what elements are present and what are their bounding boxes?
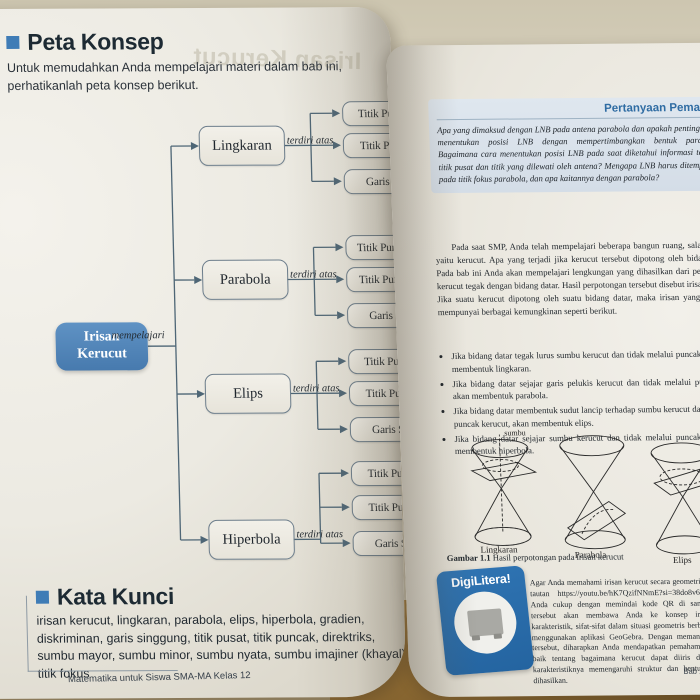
qr-code-icon	[467, 608, 504, 637]
list-item: Jika bidang datar tegak lurus sumbu keru…	[451, 347, 700, 375]
bullet-square-icon	[6, 35, 20, 50]
leaf-hiperbola-3[interactable]: Garis Singgung	[352, 530, 407, 557]
leaf-elips-3[interactable]: Garis Singgung	[349, 416, 407, 443]
peta-konsep-header: Peta Konsep Untuk memudahkan Anda mempel…	[6, 27, 368, 95]
root-label-line2: Kerucut	[76, 346, 128, 362]
concept-map-connectors	[147, 109, 351, 548]
figure-caption-number: Gambar 1.1	[446, 552, 491, 563]
kata-kunci-title: Kata Kunci	[56, 583, 175, 610]
cone-figures-svg	[470, 434, 700, 555]
peta-konsep-title: Peta Konsep	[27, 28, 164, 55]
figure-caption-text: Hasil perpotongan pada irisan kerucut	[492, 551, 624, 563]
concept-node-parabola[interactable]: Parabola	[201, 259, 289, 300]
concept-map: Irisan Kerucut mempelajari Lingkaran ter…	[0, 100, 407, 560]
bullet-square-icon-kata-kunci	[35, 590, 50, 604]
digiliteral-badge[interactable]: DigiLitera!	[435, 565, 535, 676]
pertanyaan-pemantik-title: Pertanyaan Pemantik	[436, 101, 700, 121]
edge-label-parabola: terdiri atas	[289, 269, 337, 281]
edge-label-elips: terdiri atas	[292, 383, 340, 395]
pertanyaan-pemantik-box: Pertanyaan Pemantik Apa yang dimaksud de…	[427, 96, 700, 194]
concept-node-elips[interactable]: Elips	[204, 373, 292, 414]
right-page: Pertanyaan Pemantik Apa yang dimaksud de…	[385, 42, 700, 698]
peta-konsep-subtitle: Untuk memudahkan Anda mempelajari materi…	[6, 59, 343, 94]
pertanyaan-pemantik-body: Apa yang dimaksud dengan LNB pada antena…	[436, 122, 700, 184]
qr-code-circle[interactable]	[451, 589, 520, 656]
list-item: Jika bidang datar sejajar garis pelukis …	[452, 375, 700, 403]
edge-label-mempelajari: mempelajari	[111, 330, 165, 342]
kata-kunci-section: Kata Kunci irisan kerucut, lingkaran, pa…	[22, 582, 406, 683]
kata-kunci-rule-vertical	[25, 595, 29, 672]
figure-caption: Gambar 1.1 Hasil perpotongan pada irisan…	[447, 550, 700, 563]
leaf-hiperbola-1[interactable]: Titik Pusat P(0, 0)	[350, 460, 407, 487]
cone-figures: sumbu Lingkaran Parabola Elips	[454, 428, 700, 565]
digiliteral-body: Agar Anda memahami irisan kerucut secara…	[529, 576, 700, 686]
edge-label-hiperbola: terdiri atas	[296, 529, 344, 541]
leaf-hiperbola-2[interactable]: Titik Pusat P(h, k)	[351, 494, 407, 521]
digiliteral-title: DigiLitera!	[450, 571, 512, 591]
edge-label-lingkaran: terdiri atas	[286, 135, 334, 147]
figure-axis-label: sumbu	[504, 428, 526, 438]
main-paragraph: Pada saat SMP, Anda telah mempelajari be…	[435, 239, 700, 317]
concept-node-hiperbola[interactable]: Hiperbola	[208, 519, 296, 560]
list-item: Jika bidang datar membentuk sudut lancip…	[453, 402, 700, 430]
left-page: Irisan Kerucut Peta Konsep Untuk memudah…	[0, 7, 407, 699]
concept-node-lingkaran[interactable]: Lingkaran	[198, 125, 286, 166]
